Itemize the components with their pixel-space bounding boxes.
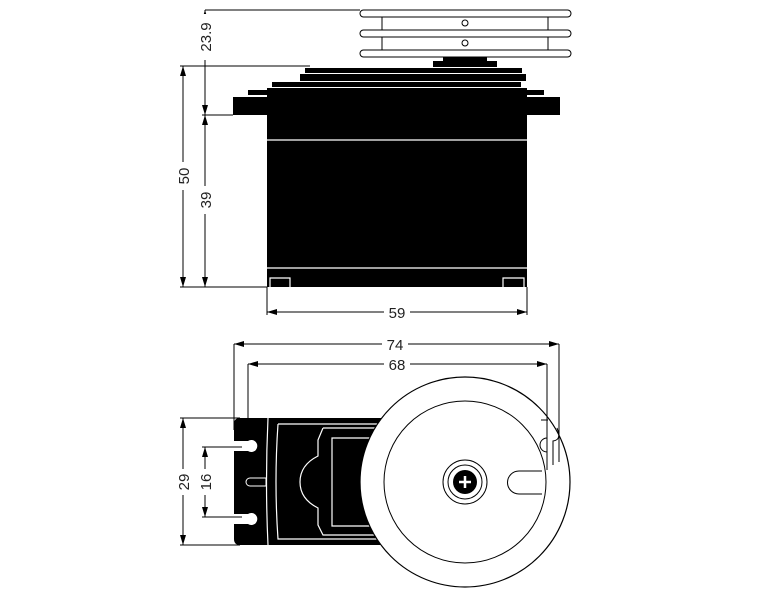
output-shaft [443,57,487,61]
dim-horn-height: 23.9 [198,22,215,51]
dim-total-height: 50 [176,168,193,185]
servo-body [267,88,527,287]
side-view: 23.9 50 39 59 [176,9,572,322]
bottom-view: 74 68 29 16 [176,337,571,588]
round-horn [359,376,571,588]
dim-body-height: 39 [198,192,215,209]
servo-body-top [234,418,383,545]
screw-icon [459,476,471,488]
dim-body-width: 59 [389,305,406,322]
gear-cover [305,68,522,73]
dim-body-depth: 29 [176,474,193,491]
servo-horn [359,9,572,58]
dim-overall-length: 74 [387,337,404,354]
dim-mount-hole-spacing: 68 [389,357,406,374]
dim-hole-pitch: 16 [198,474,215,491]
mounting-ears [233,90,560,115]
mounting-holes [234,440,267,525]
